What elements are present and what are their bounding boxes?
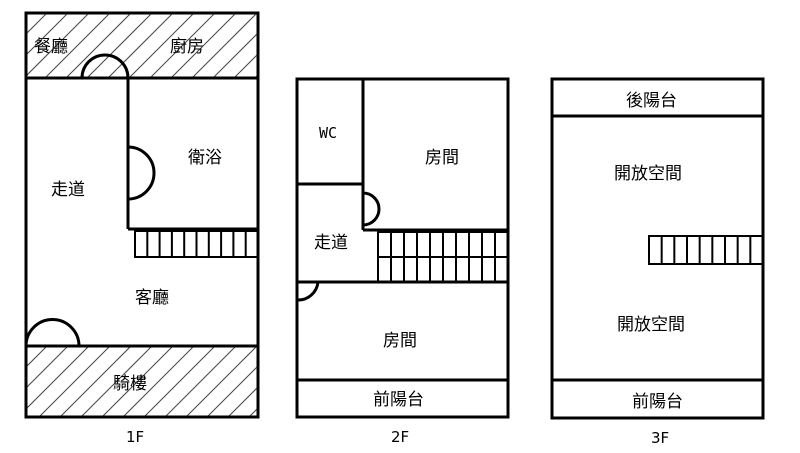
hatch-line: [206, 365, 258, 417]
door-bathroom: [127, 145, 156, 201]
hatch-line: [276, 13, 341, 78]
floor-label-3f: 3F: [651, 429, 669, 447]
label-kitchen: 廚房: [170, 36, 204, 57]
hatch-line: [122, 346, 195, 417]
floor-label-1f: 1F: [126, 428, 144, 446]
hatch-line: [318, 13, 383, 78]
stairs-2f: [377, 231, 509, 283]
hatch-line: [227, 386, 258, 417]
floor-1f: 餐廳 廚房 走道 衛浴 客廳 騎樓 1F: [24, 11, 383, 446]
hatch-line: [143, 346, 216, 417]
hatch-line: [86, 13, 153, 78]
hatch-line: [164, 346, 237, 417]
floor-label-2f: 2F: [391, 428, 409, 446]
hatch-line: [26, 346, 27, 347]
hatch-line: [128, 13, 195, 78]
label-dining: 餐廳: [34, 37, 68, 57]
hatch-line: [170, 13, 237, 78]
hatch-line: [149, 13, 216, 78]
label-wc: WC: [319, 124, 337, 142]
hatch-line: [26, 13, 69, 56]
floor-2f: WC 房間 走道 房間 前陽台 2F: [295, 77, 510, 446]
hatch-line: [297, 13, 362, 78]
hatch-line: [44, 13, 111, 78]
label-front-balcony-3f: 前陽台: [632, 392, 683, 412]
hatch-line: [26, 13, 48, 35]
label-room-lower: 房間: [383, 331, 417, 351]
door-kitchen: [80, 53, 130, 79]
stairs-1f: [134, 230, 259, 258]
stairs-3f: [648, 235, 764, 265]
hatch-line: [80, 346, 153, 417]
hatch-line: [107, 13, 174, 78]
hatch-dining-kitchen: [26, 13, 383, 78]
label-hallway-1f: 走道: [51, 180, 85, 200]
floor-3f: 後陽台 開放空間 開放空間 前陽台 3F: [550, 77, 765, 447]
hatch-line: [26, 346, 48, 368]
label-living: 客廳: [135, 288, 169, 308]
door-entrance: [24, 318, 81, 347]
label-arcade: 騎樓: [113, 374, 147, 394]
door-room-lower: [296, 281, 320, 302]
label-front-balcony-2f: 前陽台: [373, 390, 424, 410]
hatch-line: [191, 13, 258, 78]
hatch-line: [26, 346, 69, 389]
hatch-line: [38, 346, 111, 417]
hatch-line: [65, 13, 132, 78]
hatch-line: [26, 13, 27, 14]
hatch-arcade: [26, 346, 258, 417]
hatch-line: [254, 74, 258, 78]
label-open-space-lower: 開放空間: [617, 315, 685, 335]
floor-1f-outline: [24, 11, 260, 419]
hatch-line: [26, 13, 90, 77]
hatch-line: [101, 346, 174, 417]
hatch-line: [26, 346, 90, 410]
hatch-line: [59, 346, 132, 417]
label-back-balcony: 後陽台: [626, 91, 677, 111]
label-hallway-2f: 走道: [314, 233, 348, 253]
hatch-line: [233, 53, 258, 78]
label-bathroom: 衛浴: [188, 148, 222, 168]
label-open-space-upper: 開放空間: [614, 164, 682, 184]
door-room-upper: [362, 191, 381, 227]
hatch-line: [185, 346, 258, 417]
floor-3f-outline: [550, 77, 765, 420]
hatch-line: [212, 32, 258, 78]
label-room-upper: 房間: [425, 148, 459, 168]
